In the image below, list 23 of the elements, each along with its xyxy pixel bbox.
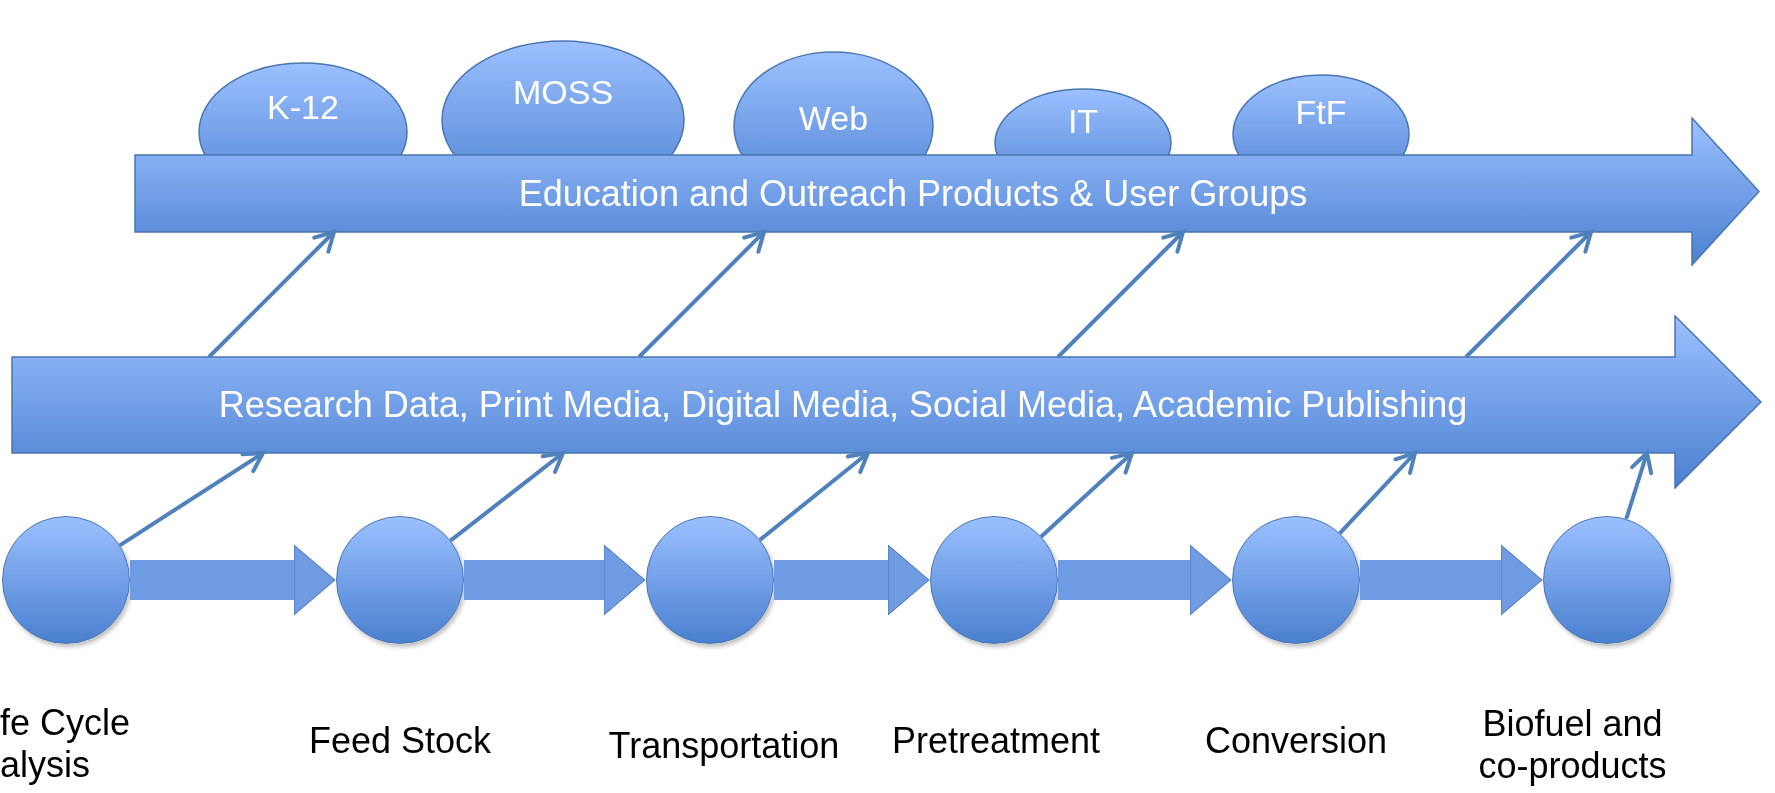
banner-text: Research Data, Print Media, Digital Media, Social Media, Academic Publishing: [218, 384, 1468, 426]
arrow: [637, 230, 766, 359]
arrow: [1464, 230, 1593, 359]
arrow: [758, 451, 870, 542]
arrow: [449, 451, 565, 543]
step-label: Conversion: [1203, 720, 1389, 762]
arrow: [1056, 230, 1185, 359]
block-arrow: [130, 544, 336, 616]
banner-text: Education and Outreach Products & User Groups: [518, 172, 1308, 215]
arrow: [118, 451, 265, 547]
step-label: fe Cycle alysis: [0, 702, 132, 786]
block-arrow: [1360, 544, 1543, 616]
block-arrow: [464, 544, 646, 616]
arrow: [1338, 451, 1417, 535]
step-label: Transportation: [607, 725, 841, 767]
block-arrow: [774, 544, 930, 616]
arrow: [1624, 451, 1654, 520]
step-label: Pretreatment: [890, 720, 1102, 762]
step-label: Biofuel and co-products: [1477, 703, 1668, 787]
block-arrow: [1058, 544, 1232, 616]
arrow: [1039, 451, 1134, 539]
arrow: [207, 230, 336, 359]
step-label: Feed Stock: [307, 720, 493, 762]
